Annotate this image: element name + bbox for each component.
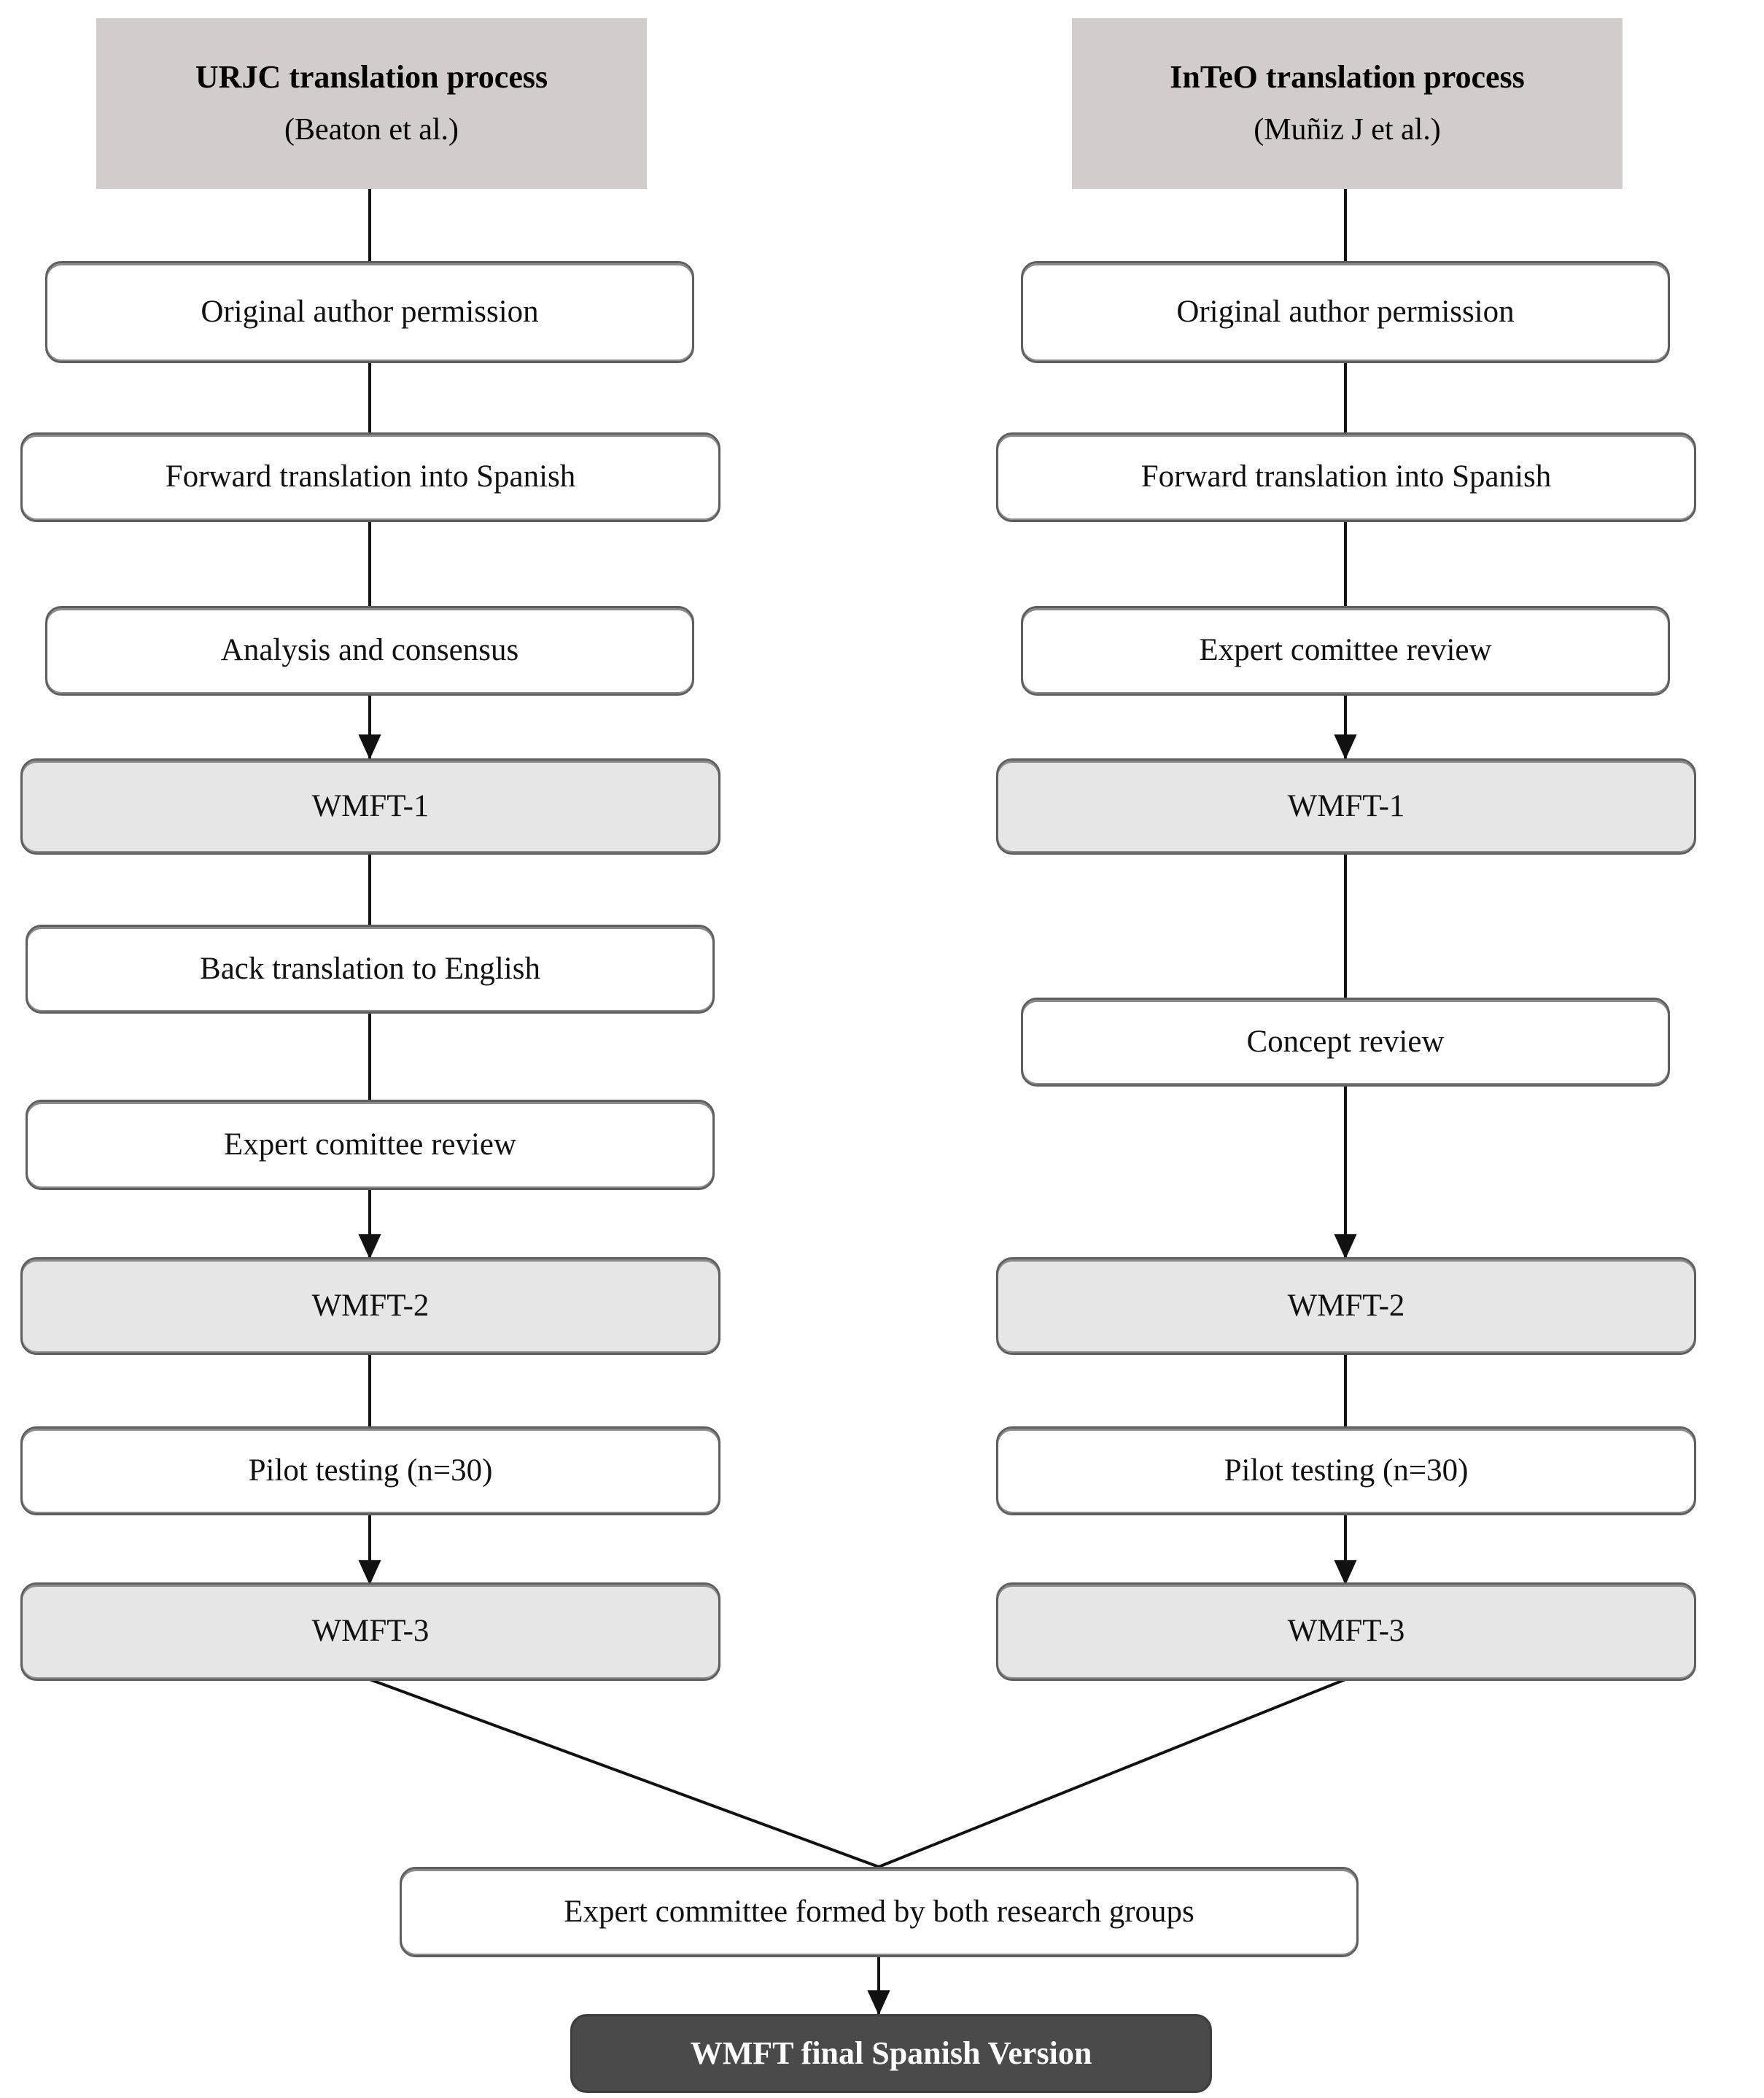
connector-inteo-wmft3-to-merge: [878, 1678, 1346, 1868]
column-header-urjc-title: URJC translation process: [195, 59, 548, 96]
step-urjc-pilot-testing[interactable]: Pilot testing (n=30): [20, 1426, 720, 1515]
step-inteo-forward-translation[interactable]: Forward translation into Spanish: [996, 432, 1696, 522]
milestone-label: WMFT-1: [1287, 788, 1405, 823]
step-label: Expert comittee review: [1199, 633, 1492, 668]
milestone-inteo-wmft-1[interactable]: WMFT-1: [996, 758, 1696, 855]
step-urjc-forward-translation[interactable]: Forward translation into Spanish: [20, 432, 720, 522]
step-label: Original author permission: [1176, 294, 1515, 329]
step-label: Pilot testing (n=30): [248, 1453, 493, 1488]
column-header-inteo-title: InTeO translation process: [1170, 59, 1525, 96]
milestone-label: WMFT-3: [1287, 1614, 1405, 1649]
connector-urjc-wmft3-to-merge: [369, 1678, 879, 1868]
column-header-urjc-citation: (Beaton et al.): [284, 113, 459, 147]
milestone-label: WMFT-2: [1287, 1288, 1405, 1323]
step-urjc-expert-comittee-review[interactable]: Expert comittee review: [26, 1100, 715, 1190]
column-header-urjc: URJC translation process (Beaton et al.): [96, 18, 647, 189]
step-inteo-pilot-testing[interactable]: Pilot testing (n=30): [996, 1426, 1696, 1515]
milestone-inteo-wmft-3[interactable]: WMFT-3: [996, 1582, 1696, 1681]
step-label: Back translation to English: [200, 951, 540, 986]
step-urjc-back-translation[interactable]: Back translation to English: [26, 925, 715, 1014]
step-urjc-original-author-permission[interactable]: Original author permission: [45, 261, 694, 363]
step-label: Forward translation into Spanish: [165, 459, 576, 494]
step-expert-committee-both-groups[interactable]: Expert committee formed by both research…: [400, 1867, 1359, 1957]
step-label: Analysis and consensus: [220, 633, 519, 668]
milestone-urjc-wmft-1[interactable]: WMFT-1: [20, 758, 720, 855]
step-label: Expert committee formed by both research…: [564, 1894, 1194, 1929]
milestone-urjc-wmft-2[interactable]: WMFT-2: [20, 1257, 720, 1355]
column-header-inteo-citation: (Muñiz J et al.): [1254, 113, 1441, 147]
milestone-label: WMFT-1: [311, 788, 430, 823]
step-label: Pilot testing (n=30): [1224, 1453, 1469, 1488]
step-urjc-analysis-and-consensus[interactable]: Analysis and consensus: [45, 606, 694, 696]
milestone-urjc-wmft-3[interactable]: WMFT-3: [20, 1582, 720, 1681]
step-label: Forward translation into Spanish: [1141, 459, 1552, 494]
step-inteo-concept-review[interactable]: Concept review: [1021, 998, 1670, 1087]
step-label: Concept review: [1246, 1024, 1445, 1059]
step-inteo-expert-comittee-review[interactable]: Expert comittee review: [1021, 606, 1670, 696]
milestone-inteo-wmft-2[interactable]: WMFT-2: [996, 1257, 1696, 1355]
step-label: Expert comittee review: [223, 1127, 517, 1162]
milestone-label: WMFT-2: [311, 1288, 430, 1323]
final-wmft-spanish-version[interactable]: WMFT final Spanish Version: [570, 2014, 1212, 2093]
column-header-inteo: InTeO translation process (Muñiz J et al…: [1072, 18, 1623, 189]
milestone-label: WMFT-3: [311, 1614, 430, 1649]
step-inteo-original-author-permission[interactable]: Original author permission: [1021, 261, 1670, 363]
step-label: Original author permission: [201, 294, 539, 329]
final-label: WMFT final Spanish Version: [690, 2035, 1092, 2071]
